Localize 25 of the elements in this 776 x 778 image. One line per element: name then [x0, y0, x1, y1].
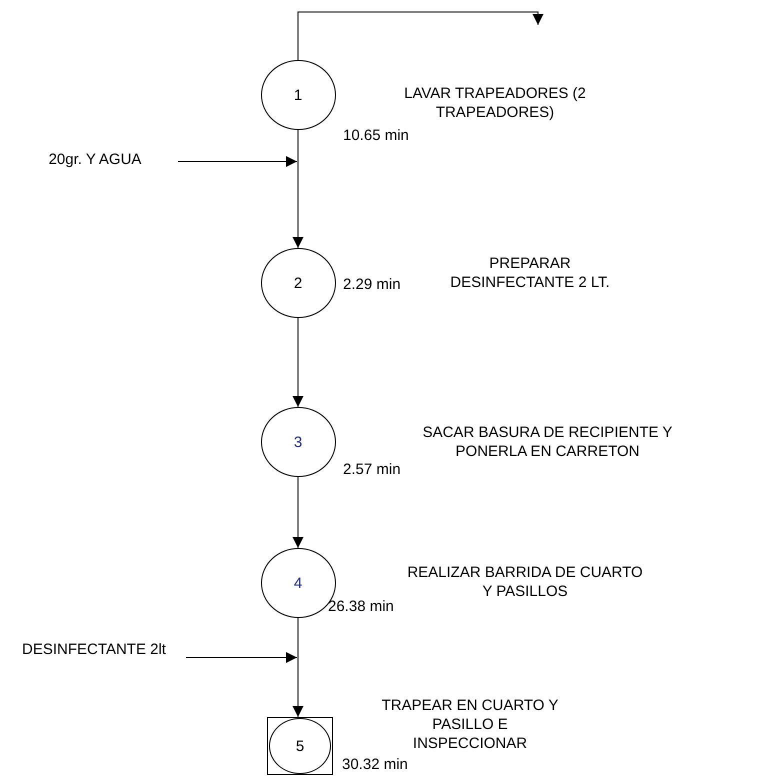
duration-label: 30.32 min [342, 756, 408, 773]
arrow [292, 618, 304, 718]
step-description: TRAPEAR EN CUARTO Y PASILLO E INSPECCIONAR [380, 696, 560, 753]
combined-operation-symbol [267, 717, 333, 775]
arrow [298, 12, 544, 60]
step-number: 2 [294, 274, 302, 292]
arrow [292, 318, 304, 408]
step-description: PREPARAR DESINFECTANTE 2 LT. [449, 254, 611, 292]
duration-label: 26.38 min [328, 598, 394, 615]
step-description: REALIZAR BARRIDA DE CUARTO Y PASILLOS [406, 563, 644, 601]
arrow [292, 130, 304, 248]
input-label: DESINFECTANTE 2lt [4, 640, 184, 659]
duration-label: 2.29 min [343, 276, 401, 293]
duration-label: 10.65 min [343, 127, 409, 144]
arrow [178, 156, 298, 167]
arrow [186, 652, 298, 663]
step-number: 4 [294, 574, 302, 592]
step-description: SACAR BASURA DE RECIPIENTE Y PONERLA EN CARRETON [422, 423, 674, 461]
step-description: LAVAR TRAPEADORES (2 TRAPEADORES) [403, 84, 587, 122]
arrow [292, 476, 304, 548]
duration-label: 2.57 min [343, 461, 401, 478]
step-number: 1 [294, 86, 302, 104]
step-number: 3 [294, 434, 302, 450]
step-number: 5 [296, 738, 304, 754]
input-label: 20gr. Y AGUA [14, 150, 176, 169]
